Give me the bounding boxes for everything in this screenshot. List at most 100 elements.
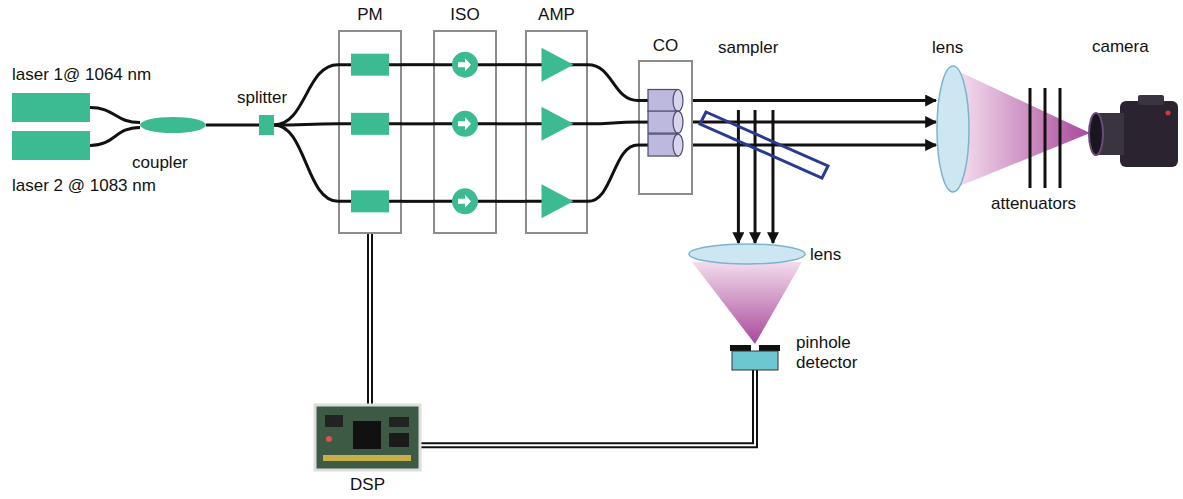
part-label: lens [810,245,841,265]
connector-line [737,110,740,243]
isolator [452,188,478,214]
shape-graphic [936,65,970,193]
signal-cable [370,234,371,405]
attenuator-plate [1044,88,1047,188]
focused-beam-cone [692,262,802,344]
amplifier-group: AMP [525,30,588,234]
shape-graphic [688,243,806,265]
sampler-plate [700,112,828,178]
optical-fiber [402,201,433,202]
connector-line [274,125,338,201]
phase-modulator-group: PM [338,30,402,234]
pinhole-detector: pinhole detector [730,345,780,370]
cable-core [369,234,371,405]
part-label: camera [1092,37,1149,57]
camera-led [1166,111,1171,116]
chip [389,417,409,427]
shape-graphic [433,30,497,234]
optical-fiber [206,125,259,126]
connector-line [588,65,638,101]
pinhole-plate [730,345,751,351]
amplifier [542,107,574,141]
fiber-splitter: splitter [259,115,274,135]
shape-graphic [525,30,588,234]
part-label: CO [653,36,679,56]
part-label: lens [932,38,963,58]
focusing-lens: lens [936,65,970,193]
connector-line [771,110,774,243]
laser-beam [755,110,756,243]
optical-fiber [497,123,525,124]
part-label: sampler [718,38,778,58]
optical-fiber [402,64,433,65]
part-label: ISO [450,5,479,25]
connector-strip [323,455,411,461]
laser-beam [738,110,739,243]
connector-line [497,122,525,125]
optical-fiber [497,64,525,65]
optical-fiber [402,123,433,124]
connector-line [588,122,638,124]
isolator-arrow [458,58,471,71]
fiber-coupler: coupler [140,117,206,133]
shape-graphic [700,110,828,178]
connector-line [754,110,757,243]
amplifier [542,48,574,82]
pinhole-plate [759,345,780,351]
connector-line [420,370,755,445]
phase-modulator [351,54,389,76]
connector-line [90,108,140,123]
shape-graphic [338,30,402,234]
pcb-led [326,436,332,442]
connector-line [588,145,638,201]
laser-beam [693,145,936,146]
chip [325,415,343,427]
chip [353,421,381,449]
connector-line [402,200,433,203]
laser-source: laser 1@ 1064 nm [12,93,90,122]
pcb [315,405,420,470]
optical-fiber [274,125,338,201]
optical-fiber [90,127,140,145]
collimator-face [673,134,683,156]
beam-sampler: sampler [700,110,828,178]
shape-graphic [1025,88,1067,188]
phase-modulator [351,190,389,212]
connector-line [693,99,936,102]
isolator-arrow [458,117,471,130]
attenuator-plate [1029,88,1032,188]
coupler-body [140,117,206,133]
connector-line [402,122,433,125]
part-label: PM [357,5,383,25]
optical-fiber [497,201,525,202]
laser-beam [772,110,773,243]
part-label: laser 2 @ 1083 nm [12,176,156,196]
focused-beam-cone [960,72,1090,186]
detector-body [732,351,778,370]
camera: camera [1088,95,1180,175]
shape-graphic [259,115,274,135]
cable-core [420,370,755,445]
part-label: splitter [237,88,287,108]
isolator-group: ISO [433,30,497,234]
part-label: AMP [538,5,575,25]
attenuator-plate [1059,88,1062,188]
shape-graphic [12,93,90,122]
connector-line [274,124,338,125]
shape-graphic [1088,95,1180,175]
part-label: coupler [132,153,188,173]
camera-top [1138,95,1164,105]
laser-source: laser 2 @ 1083 nm [12,131,90,160]
shape-graphic [140,117,206,133]
amplifier [542,184,574,218]
phase-modulator [351,113,389,135]
sampling-lens: lens [688,243,806,265]
shape-graphic [12,131,90,160]
optical-fiber [588,122,638,124]
connector-line [402,63,433,66]
connector-line [497,200,525,203]
optical-fiber [274,124,338,125]
connector-line [367,234,373,405]
collimator-array: CO [638,60,693,195]
